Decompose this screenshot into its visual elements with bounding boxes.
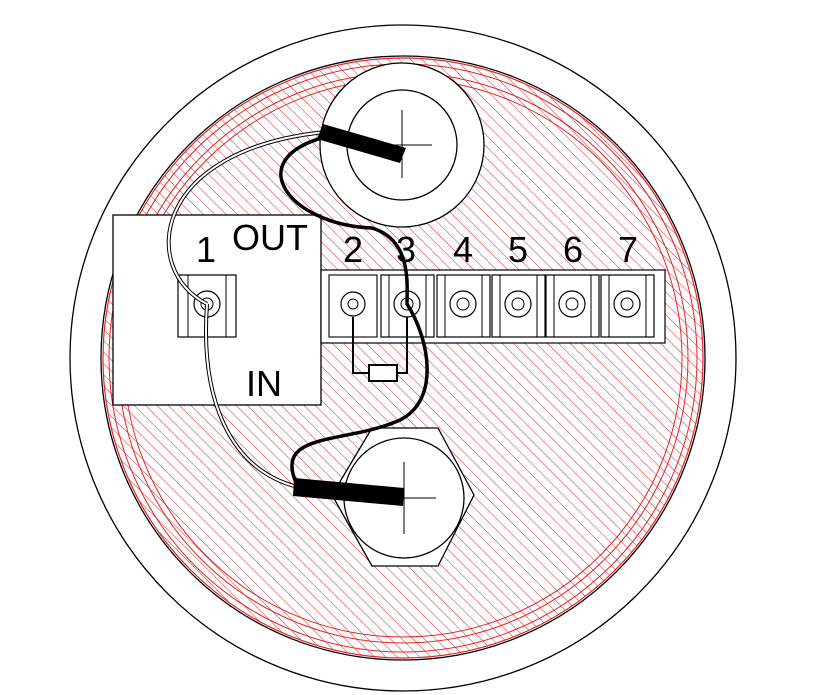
dark-wire — [279, 135, 429, 488]
terminal-4[interactable] — [436, 274, 491, 338]
terminal-7[interactable] — [600, 274, 655, 338]
bottom-wire-sleeve — [293, 478, 404, 506]
top-cable-gland — [319, 62, 485, 228]
light-wire — [166, 130, 326, 489]
resistor — [352, 317, 408, 382]
terminal-1-label: 1 — [196, 229, 216, 270]
terminal-7-label: 7 — [618, 229, 638, 270]
terminal-6-label: 6 — [563, 229, 583, 270]
terminal-5[interactable] — [491, 274, 546, 338]
hatched-base-plate — [102, 57, 704, 659]
terminal-3-label: 3 — [396, 229, 416, 270]
terminal-5-label: 5 — [508, 229, 528, 270]
terminal-6[interactable] — [545, 274, 600, 338]
top-wire-sleeve — [317, 124, 406, 163]
out-label: OUT — [232, 217, 308, 258]
in-label: IN — [246, 363, 282, 404]
terminal-2-label: 2 — [343, 229, 363, 270]
terminal-4-label: 4 — [453, 229, 473, 270]
